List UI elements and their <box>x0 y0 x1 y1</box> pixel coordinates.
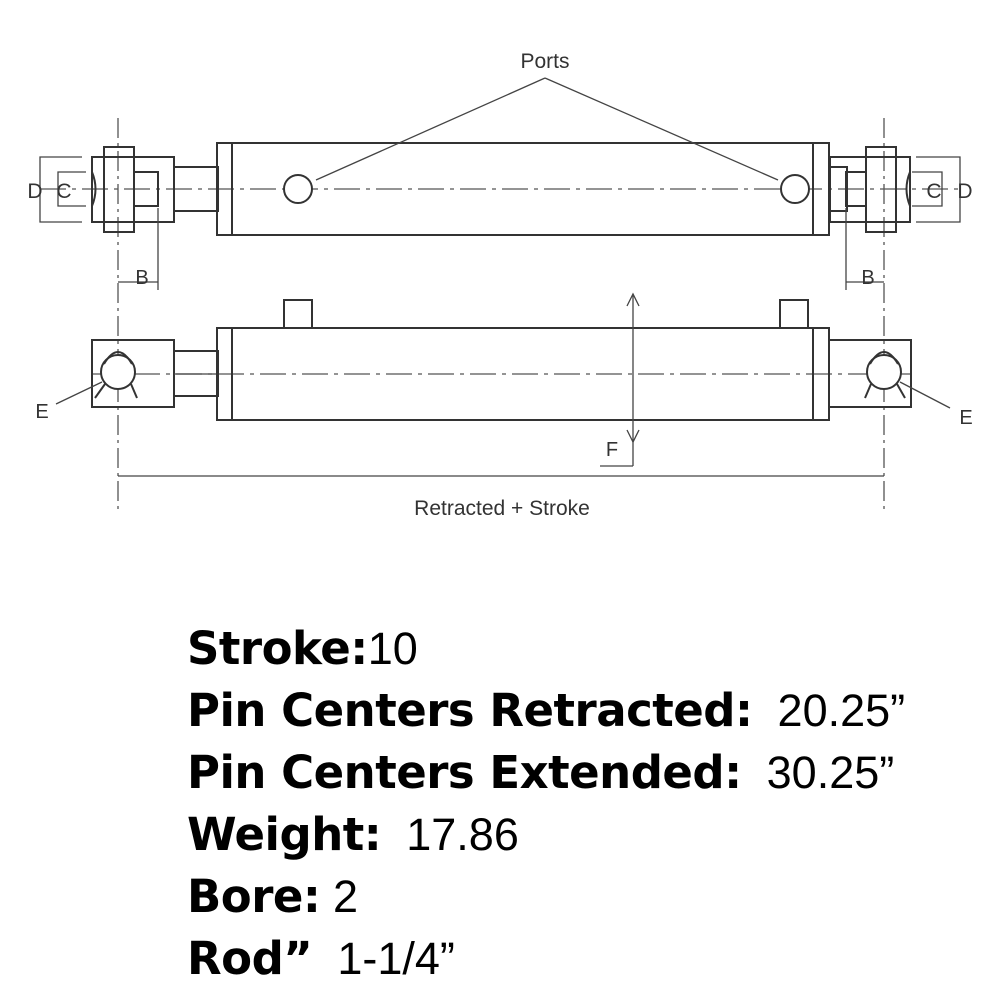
right-port-icon <box>780 174 810 204</box>
spec-label: Bore: <box>187 870 321 923</box>
spec-label: Stroke: <box>187 622 368 675</box>
spec-label: Rod” <box>187 932 313 985</box>
left-port-icon <box>283 174 313 204</box>
dim-c-right-label: C <box>926 180 941 203</box>
spec-label: Weight: <box>187 808 382 861</box>
spec-value: 1-1/4” <box>312 933 455 984</box>
dim-d-right-label: D <box>957 180 972 203</box>
ports-leader-right <box>544 77 779 181</box>
spec-weight: Weight: 17.86 <box>187 804 967 866</box>
dim-b-left-label: B <box>135 267 148 289</box>
specifications-list: Stroke:10 Pin Centers Retracted: 20.25” … <box>187 618 967 990</box>
spec-bore: Bore: 2 <box>187 866 967 928</box>
spec-pin-centers-retracted: Pin Centers Retracted: 20.25” <box>187 680 967 742</box>
side-view: E E F Retracted + Stroke <box>35 292 973 520</box>
left-pin-icon <box>94 351 138 399</box>
dim-b-right-label: B <box>861 267 874 289</box>
spec-label: Pin Centers Retracted: <box>187 684 753 737</box>
spec-value: 10 <box>367 623 418 674</box>
right-pin-icon <box>864 351 906 399</box>
left-clevis <box>91 146 175 233</box>
spec-value: 17.86 <box>381 809 519 860</box>
hydraulic-cylinder-diagram: Ports D C D C B B <box>27 50 973 520</box>
dim-e-left-label: E <box>35 401 48 423</box>
right-clevis-side <box>828 339 912 408</box>
overall-length-label: Retracted + Stroke <box>414 497 590 520</box>
spec-value: 20.25” <box>752 685 906 736</box>
spec-stroke: Stroke:10 <box>187 618 967 680</box>
left-port-boss <box>283 299 313 329</box>
spec-pin-centers-extended: Pin Centers Extended: 30.25” <box>187 742 967 804</box>
ports-leader-left <box>315 77 546 181</box>
dim-c-left-label: C <box>56 180 71 203</box>
dim-e-right-label: E <box>959 407 972 429</box>
spec-value: 30.25” <box>741 747 895 798</box>
spec-rod: Rod” 1-1/4” <box>187 928 967 990</box>
spec-label: Pin Centers Extended: <box>187 746 742 799</box>
top-view: Ports D C D C B B <box>27 50 973 510</box>
spec-value: 2 <box>320 871 358 922</box>
ports-label: Ports <box>520 50 569 73</box>
right-clevis <box>829 146 911 233</box>
right-port-boss <box>779 299 809 329</box>
dim-d-left-label: D <box>27 180 42 203</box>
dim-f-label: F <box>606 439 618 461</box>
